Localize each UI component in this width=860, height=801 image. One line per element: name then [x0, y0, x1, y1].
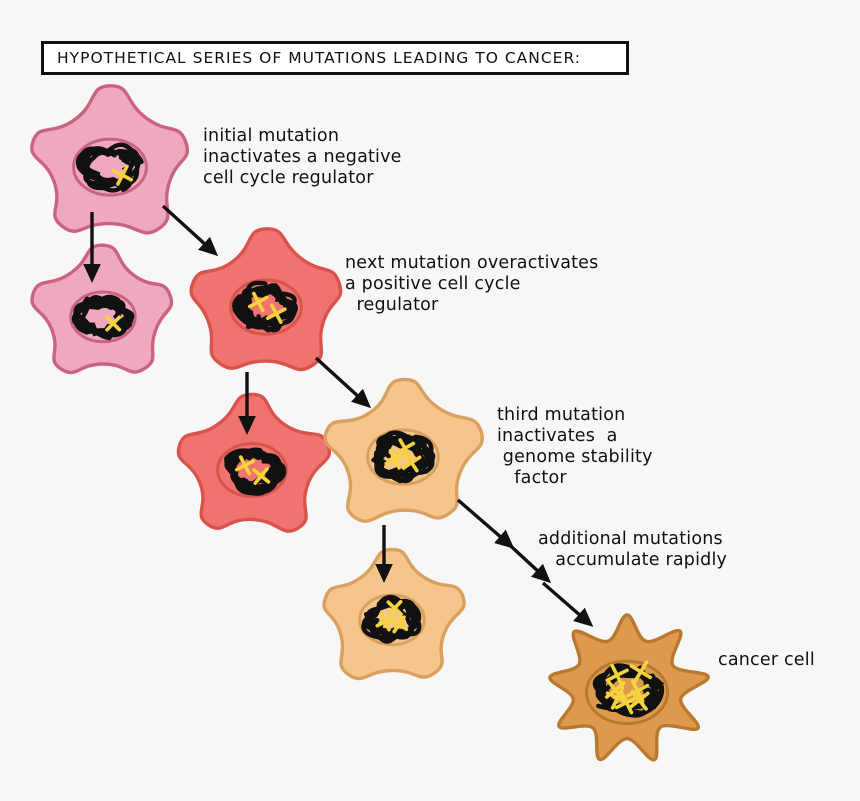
- diagram-title-box: HYPOTHETICAL SERIES OF MUTATIONS LEADING…: [41, 41, 629, 75]
- cell-pink: [30, 243, 174, 375]
- mutation-x-marker: [390, 615, 409, 634]
- mutation-markers: [375, 599, 409, 634]
- dna-strands: [361, 594, 422, 644]
- dna-strands: [75, 142, 144, 193]
- cell-dark-orange-cancer: [548, 613, 710, 762]
- cell-membrane: [30, 84, 189, 235]
- cell-nucleus: [72, 137, 148, 197]
- mutation-markers: [247, 291, 287, 324]
- mutation-markers: [604, 660, 653, 715]
- mutation-markers: [105, 315, 122, 332]
- cell-red: [189, 227, 343, 372]
- cell-nucleus: [229, 278, 303, 336]
- cell-red: [176, 392, 332, 533]
- mutation-markers: [234, 455, 271, 485]
- arrow-red-to-orange: [314, 356, 372, 409]
- annotation-additional-mutations: additional mutations accumulate rapidly: [538, 529, 728, 570]
- mutation-x-marker: [105, 315, 122, 332]
- cell-orange: [322, 547, 466, 681]
- mutation-markers: [111, 164, 134, 186]
- annotation-initial-mutation: initial mutation inactivates a negative …: [203, 126, 402, 188]
- cell-nucleus: [584, 659, 670, 726]
- mutation-x-marker: [375, 612, 395, 632]
- mutation-x-marker: [629, 660, 653, 683]
- mutation-x-marker: [234, 455, 256, 476]
- page-title: HYPOTHETICAL SERIES OF MUTATIONS LEADING…: [57, 49, 581, 67]
- annotation-third-mutation: third mutation inactivates a genome stab…: [497, 405, 653, 488]
- cell-membrane: [30, 243, 174, 375]
- cell-nucleus: [69, 290, 137, 344]
- cell-membrane: [322, 547, 466, 681]
- mutation-x-marker: [628, 689, 650, 711]
- cell-nucleus: [366, 428, 440, 486]
- mutation-x-marker: [266, 303, 287, 324]
- mutation-x-marker: [394, 438, 416, 459]
- cell-nucleus: [216, 442, 288, 498]
- mutation-x-marker: [111, 164, 134, 186]
- annotation-cancer-cell: cancer cell: [718, 650, 815, 670]
- arrow-cascade-2: [501, 537, 552, 584]
- cell-orange: [323, 377, 484, 523]
- cells-layer: [30, 84, 710, 762]
- cell-pink: [30, 84, 189, 235]
- mutation-x-marker: [605, 663, 629, 687]
- cell-membrane: [548, 613, 710, 762]
- dna-strands: [71, 294, 135, 341]
- mutation-x-marker: [252, 466, 271, 485]
- annotation-next-mutation: next mutation overactivates a positive c…: [345, 253, 599, 315]
- arrows-layer: [83, 204, 594, 627]
- mutation-x-marker: [247, 291, 269, 313]
- mutation-x-marker: [401, 452, 422, 473]
- mutation-x-marker: [386, 599, 403, 617]
- mutation-x-marker: [625, 679, 650, 703]
- arrow-cascade-3: [541, 581, 594, 627]
- arrow-cascade-1: [456, 498, 515, 549]
- arrow-pink-to-red: [161, 204, 219, 257]
- mutation-markers: [384, 438, 422, 473]
- mutation-x-marker: [384, 448, 406, 470]
